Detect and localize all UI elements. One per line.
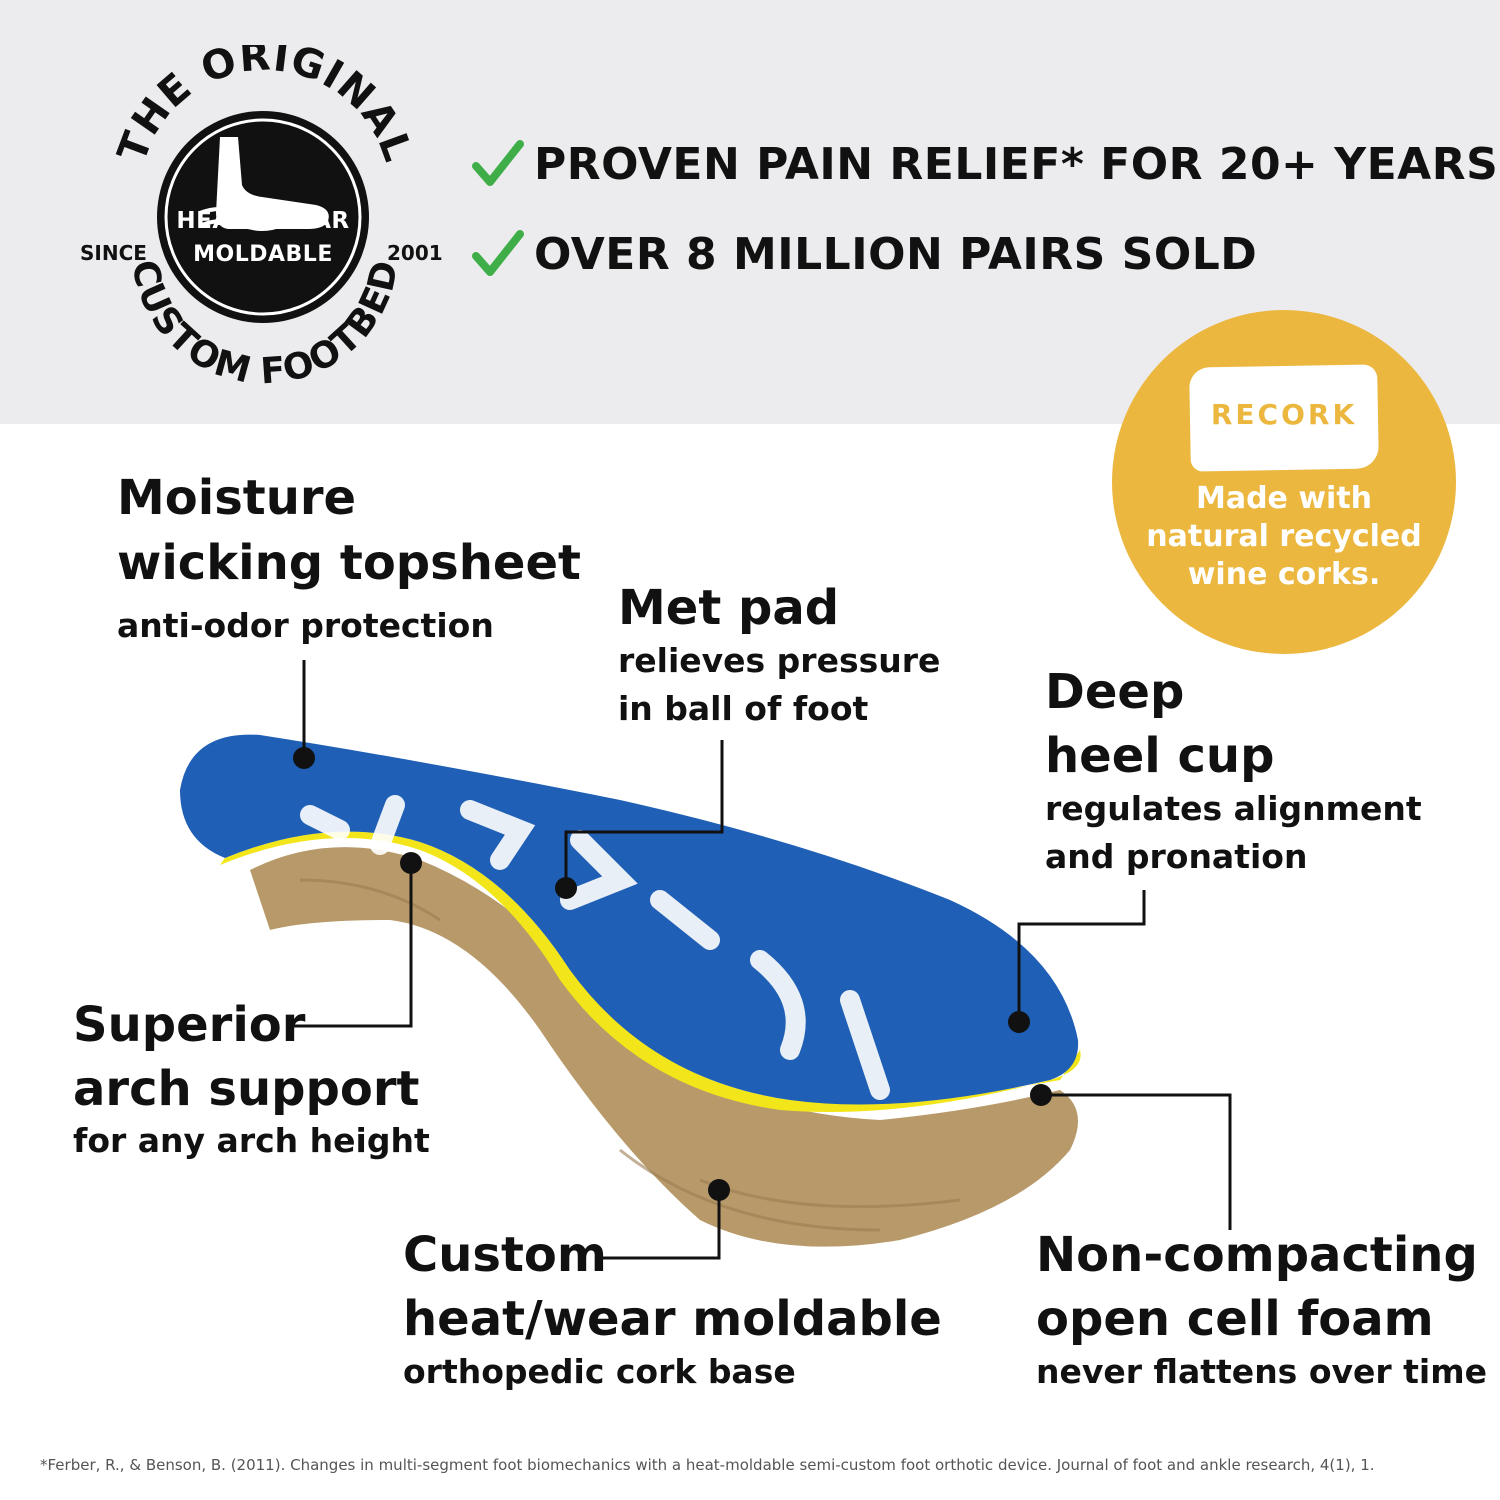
feature-heading: open cell foam bbox=[1036, 1291, 1434, 1347]
feature-heading: Met pad bbox=[618, 580, 840, 636]
recork-line: natural recycled bbox=[1146, 519, 1422, 554]
feature-heading: Deep bbox=[1045, 664, 1185, 720]
feature-detail: anti-odor protection bbox=[117, 606, 494, 645]
feature-heading: heat/wear moldable bbox=[403, 1291, 942, 1347]
claim-pairs-sold: OVER 8 MILLION PAIRS SOLD bbox=[470, 222, 1257, 286]
foot-icon bbox=[199, 137, 329, 231]
badge-line-2: MOLDABLE bbox=[193, 242, 333, 267]
feature-detail: orthopedic cork base bbox=[403, 1352, 796, 1391]
feature-detail: for any arch height bbox=[73, 1121, 430, 1160]
recork-sticker: RECORK Made with natural recycled wine c… bbox=[1112, 310, 1456, 654]
feature-detail: regulates alignment bbox=[1045, 789, 1422, 828]
feature-heading: heel cup bbox=[1045, 728, 1275, 784]
checkmark-icon bbox=[472, 140, 524, 186]
recork-line: wine corks. bbox=[1187, 557, 1381, 592]
leader-lines bbox=[293, 660, 1232, 1260]
recork-logo: RECORK bbox=[1210, 398, 1358, 431]
feature-heading: Custom bbox=[403, 1227, 607, 1283]
badge-year: 2001 bbox=[387, 241, 443, 265]
callout-dots bbox=[293, 747, 1052, 1201]
brand-letters bbox=[300, 795, 890, 1100]
feature-heading: wicking topsheet bbox=[117, 535, 581, 591]
feature-detail: in ball of foot bbox=[618, 689, 869, 728]
badge-since: SINCE bbox=[80, 241, 147, 265]
feature-heading: Non-compacting bbox=[1036, 1227, 1478, 1283]
foam-layer bbox=[220, 831, 1081, 1112]
badge-graphic: THE ORIGINAL CUSTOM FOOTBED bbox=[109, 45, 420, 385]
cork-base bbox=[250, 847, 1078, 1247]
claim-text: OVER 8 MILLION PAIRS SOLD bbox=[534, 228, 1258, 280]
original-footbed-badge: THE ORIGINAL CUSTOM FOOTBED SINCE 2001 H… bbox=[70, 45, 460, 385]
feature-detail: never flattens over time bbox=[1036, 1352, 1487, 1391]
badge-line-1: HEAT / WEAR bbox=[176, 208, 350, 234]
feature-detail: and pronation bbox=[1045, 837, 1308, 876]
feature-heading: Superior bbox=[73, 997, 306, 1053]
claim-text: PROVEN PAIN RELIEF* FOR 20+ YEARS bbox=[534, 138, 1499, 190]
checkmark-icon bbox=[472, 230, 524, 276]
citation-footnote: *Ferber, R., & Benson, B. (2011). Change… bbox=[40, 1456, 1375, 1474]
claim-pain-relief: PROVEN PAIN RELIEF* FOR 20+ YEARS bbox=[470, 132, 1498, 196]
feature-heading: arch support bbox=[73, 1061, 420, 1117]
recork-line: Made with bbox=[1195, 481, 1373, 516]
feature-detail: relieves pressure bbox=[618, 641, 941, 680]
feature-heading: Moisture bbox=[117, 470, 357, 526]
